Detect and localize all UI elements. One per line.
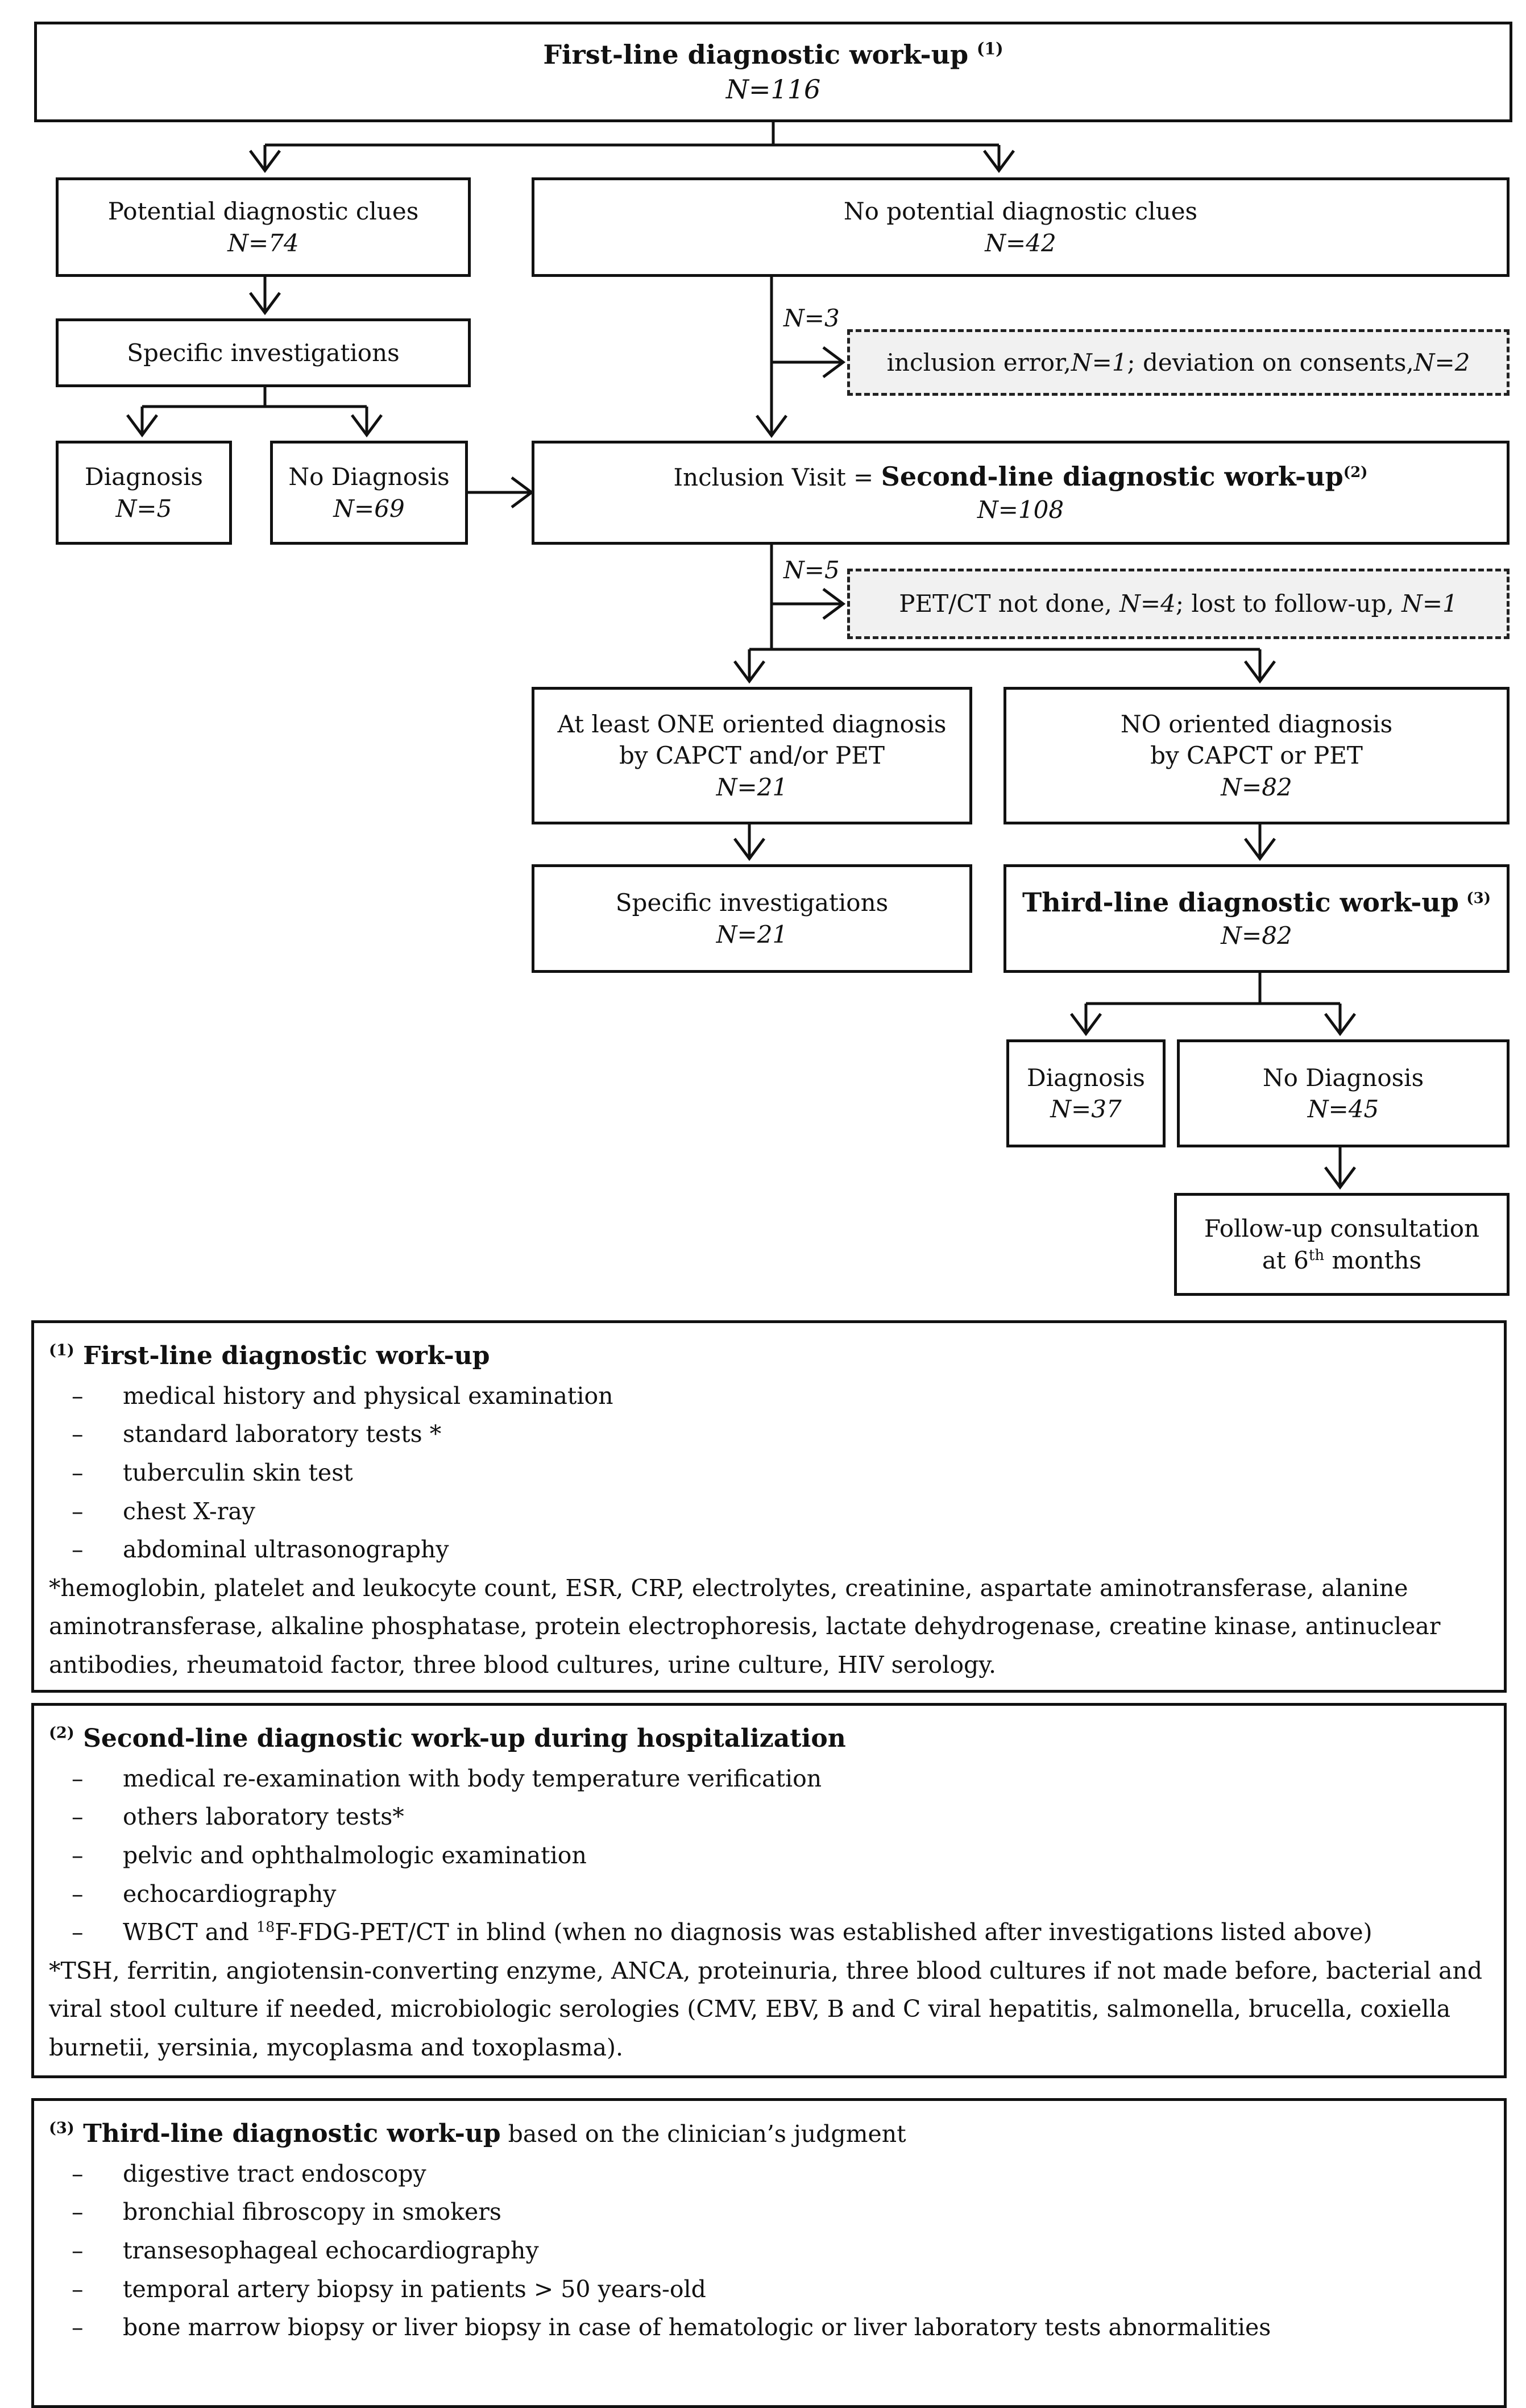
box-diagnosis-3: Diagnosis N=37 <box>1006 1039 1166 1147</box>
list-item: medical history and physical examination <box>49 1377 1489 1416</box>
diag3-n: N=37 <box>1050 1095 1122 1123</box>
box-specific-investigations-2: Specific investigations N=21 <box>532 864 972 973</box>
box-no-clues: No potential diagnostic clues N=42 <box>532 177 1510 277</box>
excl2-part1: PET/CT not done, <box>899 590 1120 618</box>
third-line-sup: (3) <box>1466 890 1491 907</box>
excl1-part2: ; deviation on consents, <box>1127 348 1414 376</box>
excl2-part2: ; lost to follow-up, <box>1175 590 1402 618</box>
followup-line1: Follow-up consultation <box>1204 1215 1480 1243</box>
clues-n: N=74 <box>227 229 299 257</box>
box-no-oriented-diagnosis: NO oriented diagnosis by CAPCT or PET N=… <box>1003 687 1510 824</box>
list-item: tuberculin skin test <box>49 1454 1489 1493</box>
excl1-n1: N=1 <box>1071 348 1127 376</box>
inclusion-n: N=108 <box>977 496 1064 524</box>
label-n5: N=5 <box>783 556 840 584</box>
no-oriented-line1: NO oriented diagnosis <box>1120 710 1393 738</box>
note2-item5-post: F-FDG-PET/CT in blind (when no diagnosis… <box>275 1918 1372 1946</box>
note2-sup: (2) <box>49 1723 74 1742</box>
no-clues-label: No potential diagnostic clues <box>843 197 1198 226</box>
followup-line2-sup: th <box>1308 1246 1325 1264</box>
oriented-line2: by CAPCT and/or PET <box>619 741 885 770</box>
note2-title: Second-line diagnostic work-up during ho… <box>83 1724 846 1753</box>
list-item: standard laboratory tests * <box>49 1415 1489 1454</box>
list-item: WBCT and 18F-FDG-PET/CT in blind (when n… <box>49 1913 1489 1952</box>
followup-line2-post: months <box>1324 1246 1422 1274</box>
inclusion-title: Second-line diagnostic work-up <box>881 461 1343 492</box>
excl1-part1: inclusion error, <box>886 348 1071 376</box>
list-item: echocardiography <box>49 1875 1489 1914</box>
box-exclusions-2: PET/CT not done, N=4; lost to follow-up,… <box>847 569 1510 639</box>
note2-list: medical re-examination with body tempera… <box>49 1760 1489 1952</box>
first-line-sup: (1) <box>976 39 1003 59</box>
note1-list: medical history and physical examination… <box>49 1377 1489 1569</box>
list-item: abdominal ultrasonography <box>49 1531 1489 1569</box>
note-second-line: (2) Second-line diagnostic work-up durin… <box>31 1703 1507 2078</box>
list-item: others laboratory tests* <box>49 1798 1489 1837</box>
note2-item5-pre: WBCT and <box>123 1918 256 1946</box>
note2-footnote: *TSH, ferritin, angiotensin-converting e… <box>49 1957 1483 2062</box>
no-oriented-n: N=82 <box>1221 773 1292 801</box>
note3-title: Third-line diagnostic work-up <box>83 2119 501 2148</box>
box-oriented-diagnosis: At least ONE oriented diagnosis by CAPCT… <box>532 687 972 824</box>
box-diagnosis-1: Diagnosis N=5 <box>56 441 232 545</box>
excl1-n2: N=2 <box>1413 348 1470 376</box>
list-item: bone marrow biopsy or liver biopsy in ca… <box>49 2308 1489 2347</box>
diag1-label: Diagnosis <box>85 463 203 491</box>
list-item: pelvic and ophthalmologic examination <box>49 1837 1489 1875</box>
note-first-line: (1) First-line diagnostic work-up medica… <box>31 1320 1507 1693</box>
box-first-line: First-line diagnostic work-up (1) N=116 <box>34 22 1512 122</box>
note1-title: First-line diagnostic work-up <box>83 1341 490 1370</box>
nodiag3-n: N=45 <box>1307 1095 1379 1123</box>
list-item: bronchial fibroscopy in smokers <box>49 2193 1489 2232</box>
box-follow-up: Follow-up consultation at 6th months <box>1174 1193 1510 1296</box>
nodiag1-label: No Diagnosis <box>288 463 450 491</box>
followup-line2-pre: at 6 <box>1262 1246 1309 1274</box>
diag1-n: N=5 <box>115 494 172 523</box>
oriented-line1: At least ONE oriented diagnosis <box>557 710 947 738</box>
box-inclusion-visit: Inclusion Visit = Second-line diagnostic… <box>532 441 1510 545</box>
list-item: chest X-ray <box>49 1493 1489 1531</box>
third-line-n: N=82 <box>1221 922 1292 950</box>
label-n3: N=3 <box>783 304 840 332</box>
specific1-label: Specific investigations <box>127 338 400 367</box>
note1-sup: (1) <box>49 1341 74 1360</box>
nodiag1-n: N=69 <box>333 494 405 523</box>
list-item: medical re-examination with body tempera… <box>49 1760 1489 1798</box>
box-exclusions-1: inclusion error,N=1; deviation on consen… <box>847 329 1510 396</box>
first-line-title: First-line diagnostic work-up <box>543 39 969 70</box>
note-third-line: (3) Third-line diagnostic work-up based … <box>31 2098 1507 2408</box>
box-specific-investigations-1: Specific investigations <box>56 318 471 387</box>
first-line-n: N=116 <box>725 73 821 105</box>
box-potential-clues: Potential diagnostic clues N=74 <box>56 177 471 277</box>
third-line-title: Third-line diagnostic work-up <box>1022 887 1459 918</box>
note1-footnote: *hemoglobin, platelet and leukocyte coun… <box>49 1574 1441 1679</box>
nodiag3-label: No Diagnosis <box>1262 1063 1424 1092</box>
no-clues-n: N=42 <box>985 229 1056 257</box>
excl2-n2: N=1 <box>1401 590 1458 618</box>
note3-sup: (3) <box>49 2119 74 2137</box>
inclusion-pre: Inclusion Visit = <box>673 463 881 492</box>
list-item: temporal artery biopsy in patients > 50 … <box>49 2270 1489 2309</box>
box-no-diagnosis-3: No Diagnosis N=45 <box>1177 1039 1510 1147</box>
list-item: transesophageal echocardiography <box>49 2232 1489 2270</box>
no-oriented-line2: by CAPCT or PET <box>1150 741 1363 770</box>
note3-title-rest: based on the clinician’s judgment <box>500 2120 906 2148</box>
oriented-n: N=21 <box>716 773 788 801</box>
box-third-line: Third-line diagnostic work-up (3) N=82 <box>1003 864 1510 973</box>
specific2-label: Specific investigations <box>615 889 889 917</box>
specific2-n: N=21 <box>716 920 788 948</box>
diag3-label: Diagnosis <box>1027 1063 1145 1092</box>
list-item: digestive tract endoscopy <box>49 2155 1489 2194</box>
note2-item5-sup: 18 <box>256 1918 275 1935</box>
clues-label: Potential diagnostic clues <box>107 197 419 226</box>
note3-list: digestive tract endoscopy bronchial fibr… <box>49 2155 1489 2347</box>
box-no-diagnosis-1: No Diagnosis N=69 <box>270 441 468 545</box>
excl2-n1: N=4 <box>1119 590 1176 618</box>
inclusion-sup: (2) <box>1343 464 1368 482</box>
